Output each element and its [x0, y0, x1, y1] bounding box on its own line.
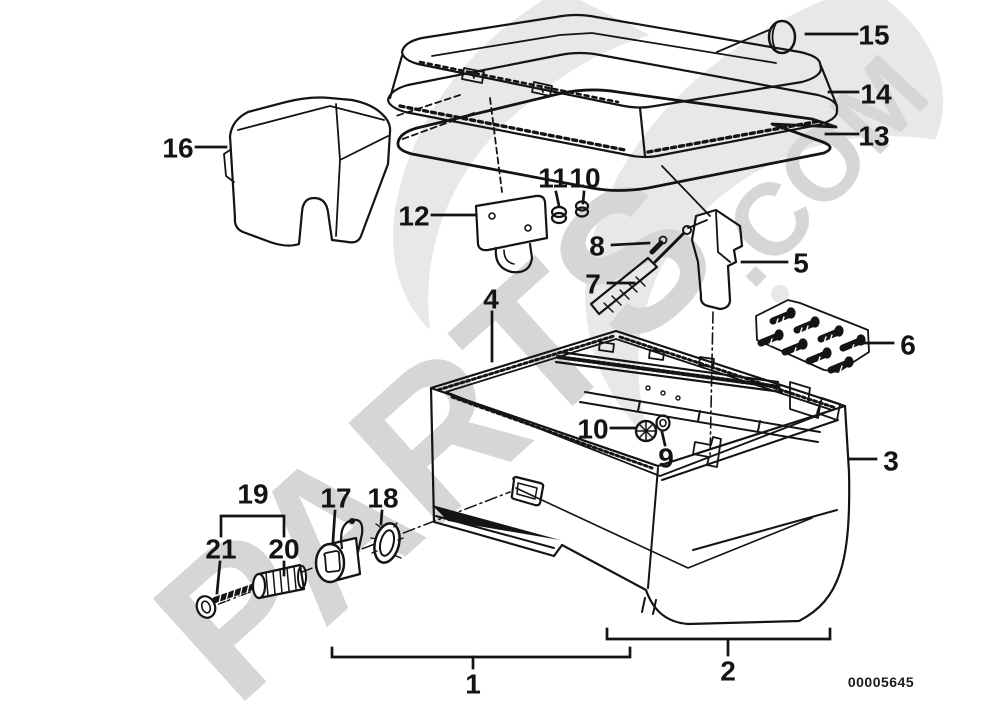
part-label-7: 7 [585, 269, 601, 300]
part-label-8: 8 [589, 231, 605, 262]
interior-brackets [515, 381, 841, 569]
ball-stud-part [649, 235, 668, 255]
leader-line-17 [331, 509, 337, 543]
watermark-swirl-icon [393, 0, 650, 330]
leader-line-8 [610, 241, 651, 247]
part-label-3: 3 [883, 446, 899, 477]
part-label-19: 19 [237, 479, 268, 510]
drawing-number: 00005645 [848, 674, 914, 690]
shadow-wedge [432, 505, 560, 540]
part-label-1: 1 [465, 669, 481, 700]
axis-dash-dot-line [709, 311, 714, 459]
hinge-rail [554, 341, 821, 443]
leader-line-1 [471, 646, 632, 659]
part-label-6: 6 [900, 330, 916, 361]
rim-hatch-band [618, 335, 838, 410]
rim-hatch-band [436, 334, 616, 392]
leader-line-19 [219, 514, 286, 538]
leader-line-21 [215, 560, 222, 595]
lid-hatch-band [398, 104, 627, 152]
nut-10-mid [634, 419, 658, 443]
part-label-9: 9 [658, 443, 674, 474]
cover-part [223, 96, 392, 247]
part-label-5: 5 [793, 248, 809, 279]
lock-assembly [195, 491, 511, 619]
part-label-13: 13 [858, 121, 889, 152]
part-label-15: 15 [858, 20, 889, 51]
screw-set-part [755, 299, 870, 374]
screws [757, 307, 866, 374]
lock-barrel-17 [314, 518, 364, 584]
part-label-21: 21 [205, 534, 236, 565]
leader-line-18 [379, 509, 384, 526]
lid-hatch-band [418, 60, 620, 104]
seal-part [396, 88, 838, 192]
leader-line-11 [554, 190, 561, 208]
part-label-4: 4 [483, 284, 499, 315]
axis-dash-dot-line [197, 491, 511, 613]
leader-line-10-top [581, 190, 586, 205]
part-label-14: 14 [860, 79, 892, 110]
part-label-2: 2 [720, 656, 736, 687]
screw-21 [195, 582, 261, 619]
support-bracket-part [690, 208, 744, 459]
leader-line-2 [726, 627, 832, 641]
part-label-12: 12 [398, 201, 429, 232]
part-label-16: 16 [162, 133, 193, 164]
watermark-dot-icon [771, 285, 789, 303]
rim-hatch-band [450, 395, 654, 470]
part-label-10-mid: 10 [577, 414, 608, 445]
washer-9 [655, 414, 671, 432]
part-label-18: 18 [367, 483, 398, 514]
lock-cylinder-20 [251, 563, 307, 600]
leader-line-2 [605, 627, 730, 657]
part-label-20: 20 [268, 534, 299, 565]
lid-part [386, 13, 839, 159]
part-label-11: 11 [538, 163, 568, 194]
cap-part [716, 19, 797, 55]
leader-line-1 [330, 646, 475, 670]
watermark-swirl-icon [585, 0, 944, 440]
ring-18 [370, 522, 404, 564]
assembly-line [661, 165, 711, 217]
hinge-bracket-part [474, 194, 549, 274]
lock-hole [510, 475, 545, 507]
leader-line-9 [660, 430, 667, 447]
part-label-10-top: 10 [569, 163, 600, 194]
part-label-17: 17 [320, 483, 351, 514]
assembly-dash-line [489, 97, 503, 193]
case-body-part [429, 329, 851, 626]
gas-strut-part [589, 219, 708, 316]
line-art [195, 13, 870, 626]
